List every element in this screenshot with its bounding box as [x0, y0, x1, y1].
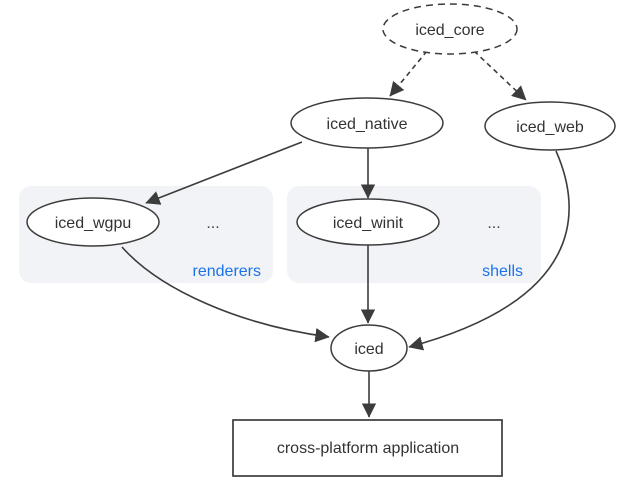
iced_core-ellipse: [382, 3, 518, 55]
renderers-ellipsis: ...: [206, 215, 219, 232]
node-cross-platform-application: cross-platform application: [232, 419, 503, 477]
iced_web-ellipse: [484, 101, 616, 151]
edge-iced_core-iced_native: [389, 50, 428, 97]
iced_winit-ellipse: [296, 198, 440, 246]
edge-iced_web-iced: [408, 150, 570, 351]
node-iced: iced: [330, 324, 408, 372]
app-label: cross-platform application: [277, 440, 459, 457]
iced-label: iced: [354, 341, 383, 358]
iced_core-label: iced_core: [415, 22, 484, 39]
edge-iced_wgpu-iced: [121, 246, 330, 343]
iced_native-label: iced_native: [327, 116, 408, 133]
node-iced_web: iced_web: [484, 101, 616, 151]
edge-iced_core-iced_web: [473, 50, 527, 101]
node-iced_winit: iced_winit: [296, 198, 440, 246]
renderers-group-label: renderers: [193, 263, 261, 280]
iced-ellipse: [330, 324, 408, 372]
node-iced_wgpu: iced_wgpu: [26, 197, 160, 247]
iced_winit-label: iced_winit: [333, 215, 404, 232]
iced_web-label: iced_web: [516, 119, 584, 136]
node-iced_core: iced_core: [382, 3, 518, 55]
app-rect: [232, 419, 503, 477]
shells-ellipsis: ...: [487, 215, 500, 232]
iced_wgpu-label: iced_wgpu: [55, 215, 132, 232]
node-iced_native: iced_native: [290, 97, 444, 149]
iced_wgpu-ellipse: [26, 197, 160, 247]
edge-iced_native-iced_wgpu: [145, 141, 303, 205]
shells-group-label: shells: [482, 263, 523, 280]
iced_native-ellipse: [290, 97, 444, 149]
